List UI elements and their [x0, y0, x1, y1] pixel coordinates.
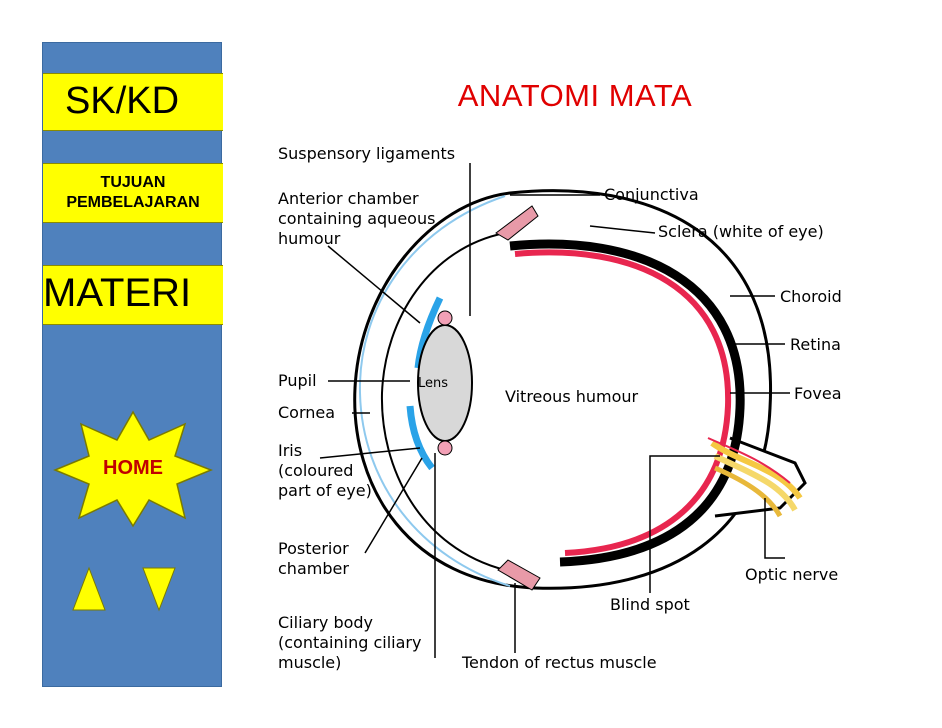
nav-sk-kd-button[interactable]: SK/KD [43, 73, 223, 131]
label-iris-2: (coloured [278, 461, 353, 480]
label-anterior-chamber-1: Anterior chamber [278, 189, 419, 208]
label-iris-1: Iris [278, 441, 302, 460]
label-posterior-chamber-1: Posterior [278, 539, 349, 558]
choroid-layer [509, 239, 745, 567]
label-choroid: Choroid [780, 287, 842, 306]
label-blind-spot: Blind spot [610, 595, 690, 614]
sclera-outline [353, 189, 773, 590]
label-posterior-chamber-2: chamber [278, 559, 349, 578]
label-ciliary-body-1: Ciliary body [278, 613, 373, 632]
nav-sk-kd-label: SK/KD [65, 80, 180, 122]
ciliary-body-upper [437, 310, 453, 326]
ciliary-body-lower [437, 440, 453, 456]
label-sclera: Sclera (white of eye) [658, 222, 824, 241]
label-pupil: Pupil [278, 371, 317, 390]
label-lens: Lens [418, 376, 448, 391]
label-vitreous-humour: Vitreous humour [505, 387, 639, 406]
leader-lines [319, 163, 790, 658]
conjunctiva-upper [495, 205, 539, 241]
label-ciliary-body-3: muscle) [278, 653, 341, 672]
arrow-down-icon [142, 567, 176, 612]
label-conjunctiva: Conjunctiva [604, 185, 699, 204]
label-anterior-chamber-2: containing aqueous [278, 209, 435, 228]
label-cornea: Cornea [278, 403, 335, 422]
home-button[interactable]: HOME [53, 410, 213, 528]
arrow-up-icon [72, 566, 106, 611]
page-title: ANATOMI MATA [457, 78, 693, 113]
previous-arrow-button[interactable] [71, 566, 107, 612]
label-optic-nerve: Optic nerve [745, 565, 838, 584]
nav-tujuan-label-line2: PEMBELAJARAN [66, 194, 200, 211]
label-tendon-of-rectus-muscle: Tendon of rectus muscle [461, 653, 657, 672]
tendon-of-rectus-muscle [497, 559, 541, 591]
next-arrow-button[interactable] [141, 566, 177, 612]
nav-materi-label: MATERI [43, 271, 192, 315]
home-label: HOME [103, 457, 163, 479]
optic-nerve-fibers [707, 437, 803, 518]
iris-lower [406, 405, 435, 471]
label-fovea: Fovea [794, 384, 842, 403]
label-iris-3: part of eye) [278, 481, 372, 500]
star-burst-icon [53, 410, 213, 528]
nav-tujuan-pembelajaran-button[interactable]: TUJUAN PEMBELAJARAN [43, 163, 223, 223]
nav-materi-button[interactable]: MATERI [43, 265, 223, 325]
eye-anatomy-diagram: Suspensory ligaments Anterior chamber co… [278, 144, 842, 672]
label-suspensory-ligaments: Suspensory ligaments [278, 144, 455, 163]
nav-tujuan-label-line1: TUJUAN [100, 174, 166, 191]
label-ciliary-body-2: (containing ciliary [278, 633, 421, 652]
label-retina: Retina [790, 335, 841, 354]
sidebar-nav: SK/KD TUJUAN PEMBELAJARAN MATERI HOME [42, 42, 223, 687]
label-anterior-chamber-3: humour [278, 229, 341, 248]
inner-chamber-outline [380, 232, 506, 571]
